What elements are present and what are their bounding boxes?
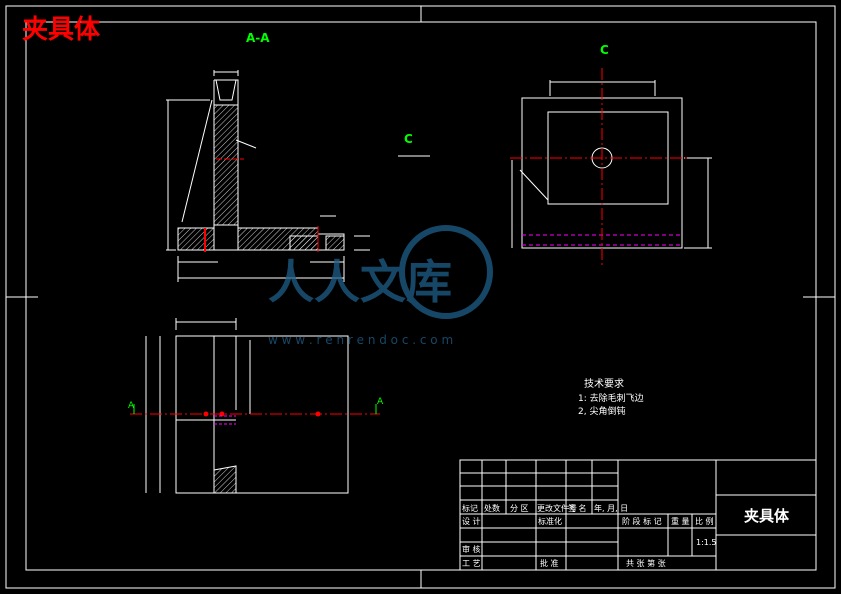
- section-view-a-a: A-A: [166, 31, 370, 282]
- plan-view: A A: [128, 318, 384, 494]
- tb-date: 年, 月, 日: [594, 503, 628, 513]
- tb-approve: 批 准: [540, 558, 559, 568]
- tech-req-item-1: 1: 去除毛刺飞边: [578, 392, 644, 404]
- tech-req-item-2: 2, 尖角倒钝: [578, 405, 625, 417]
- view-c: C: [510, 43, 712, 268]
- tb-ratio: 比 例: [695, 516, 714, 526]
- view-c-arrow-label: C: [404, 132, 413, 146]
- tb-review: 审 核: [462, 544, 481, 554]
- tb-count: 处数: [484, 503, 500, 513]
- section-marker-left: A: [128, 401, 135, 411]
- title-block: 标记 处数 分 区 更改文件号 签 名 年, 月, 日 设 计 标准化 审 核 …: [459, 459, 817, 571]
- watermark-brand: 人人文库: [268, 255, 452, 309]
- tb-signature: 签 名: [568, 503, 587, 513]
- tb-stage-mark: 阶 段 标 记: [622, 516, 662, 526]
- tb-sheets: 共 张 第 张: [626, 558, 666, 568]
- view-c-label: C: [600, 43, 609, 57]
- section-marker-right: A: [377, 397, 384, 407]
- technical-requirements: 技术要求 1: 去除毛刺飞边 2, 尖角倒钝: [578, 377, 644, 417]
- view-c-arrow: C: [398, 132, 430, 157]
- tb-mark: 标记: [462, 503, 478, 513]
- watermark-logo: 人人文库 w w w . r e n r e n d o c . c o m: [268, 225, 493, 347]
- tb-change-doc: 更改文件号: [537, 503, 577, 513]
- tb-zone: 分 区: [510, 504, 529, 513]
- tb-standardize: 标准化: [538, 516, 562, 526]
- tb-process: 工 艺: [462, 559, 481, 568]
- tb-scale: 1:1.5: [696, 538, 717, 547]
- watermark-url: w w w . r e n r e n d o c . c o m: [268, 333, 453, 347]
- drawing-frame: [5, 5, 836, 589]
- tech-req-title: 技术要求: [584, 377, 624, 390]
- section-label: A-A: [246, 31, 270, 45]
- tb-weight: 重 量: [671, 516, 690, 526]
- watermark-title: 夹具体: [22, 15, 101, 45]
- tb-design: 设 计: [462, 516, 481, 526]
- tb-part-name: 夹具体: [744, 507, 790, 525]
